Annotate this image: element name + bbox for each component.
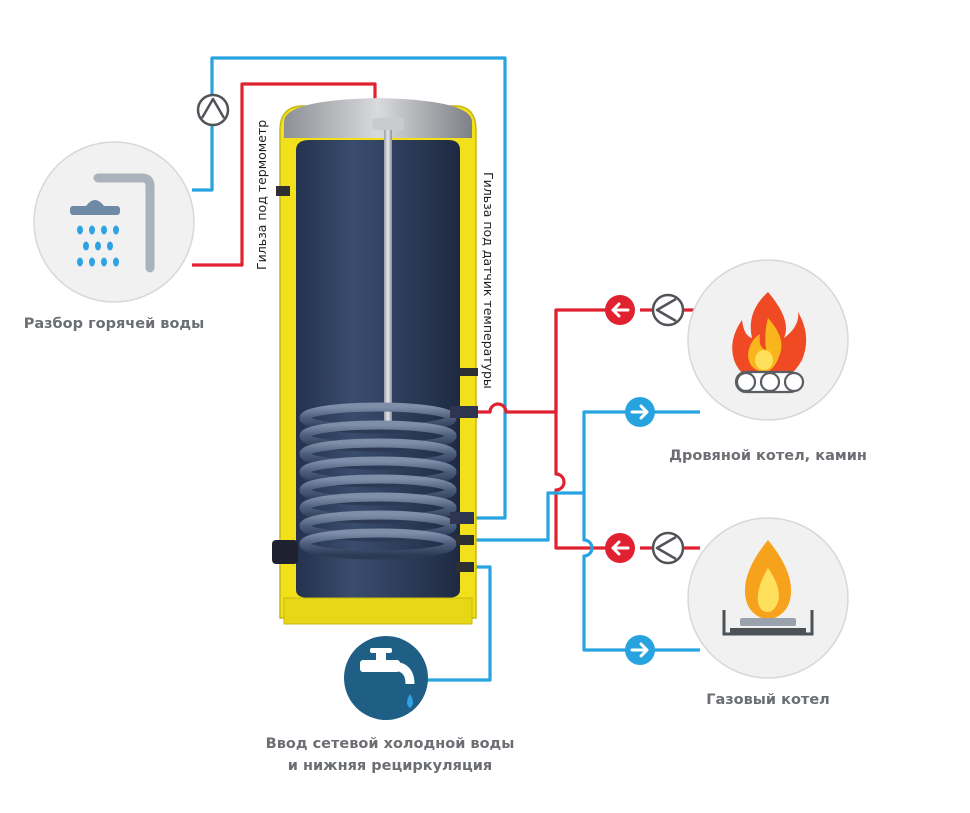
fire-icon xyxy=(732,292,807,394)
side-flange xyxy=(272,540,298,564)
cold-inlet-label-line1: Ввод сетевой холодной воды xyxy=(266,736,515,752)
cold-inlet-label-line2: и нижняя рециркуляция xyxy=(288,758,492,774)
arrow-right-icon xyxy=(625,397,655,427)
blue-pipe-gas-return xyxy=(582,493,700,652)
arrow-left-icon xyxy=(605,533,635,563)
pump-icon xyxy=(196,93,230,127)
heat-exchanger-coil xyxy=(299,402,457,560)
thermometer-sleeve-nozzle xyxy=(276,186,290,196)
shower-icon xyxy=(70,173,155,273)
blue-pipe-cold-inlet xyxy=(420,565,492,682)
coil-inlet-nozzle xyxy=(450,406,478,418)
pipes xyxy=(192,56,700,682)
blue-pipe-shower-return xyxy=(192,56,507,520)
gas-boiler-label: Газовый котел xyxy=(706,692,830,708)
pump-icon xyxy=(651,531,685,565)
tank-bottom xyxy=(283,597,473,625)
wood-boiler-group: Дровяной котел, камин xyxy=(669,259,867,464)
water-tap-icon xyxy=(360,648,415,708)
water-tap-circle xyxy=(344,636,428,720)
storage-tank xyxy=(272,98,478,625)
pump-icon xyxy=(651,293,685,327)
wood-boiler-label: Дровяной котел, камин xyxy=(669,448,867,464)
thermometer-sleeve-label: Гильза под термометр xyxy=(254,120,269,270)
cold-inlet-group: Ввод сетевой холодной воды и нижняя реци… xyxy=(266,636,515,774)
hot-water-draw-group: Разбор горячей воды xyxy=(24,141,205,332)
hot-water-draw-label: Разбор горячей воды xyxy=(24,316,205,332)
gas-boiler-group: Газовый котел xyxy=(687,517,849,708)
red-pipe-hot-draw xyxy=(192,82,377,267)
cold-inlet-nozzle xyxy=(456,562,474,572)
arrow-left-icon xyxy=(605,295,635,325)
anode-cap xyxy=(372,118,404,130)
return-nozzle xyxy=(456,535,474,545)
temp-sensor-sleeve-label: Гильза под датчик температуры xyxy=(481,172,496,389)
red-pipe-wood-feed xyxy=(478,308,610,414)
anode-rod xyxy=(384,128,392,432)
sensor-sleeve-nozzle xyxy=(460,368,478,376)
red-pipe-riser xyxy=(554,310,610,550)
gas-flame-icon xyxy=(722,540,814,636)
shower-circle xyxy=(33,141,195,303)
coil-outlet-nozzle xyxy=(450,512,474,524)
arrow-right-icon xyxy=(625,635,655,665)
